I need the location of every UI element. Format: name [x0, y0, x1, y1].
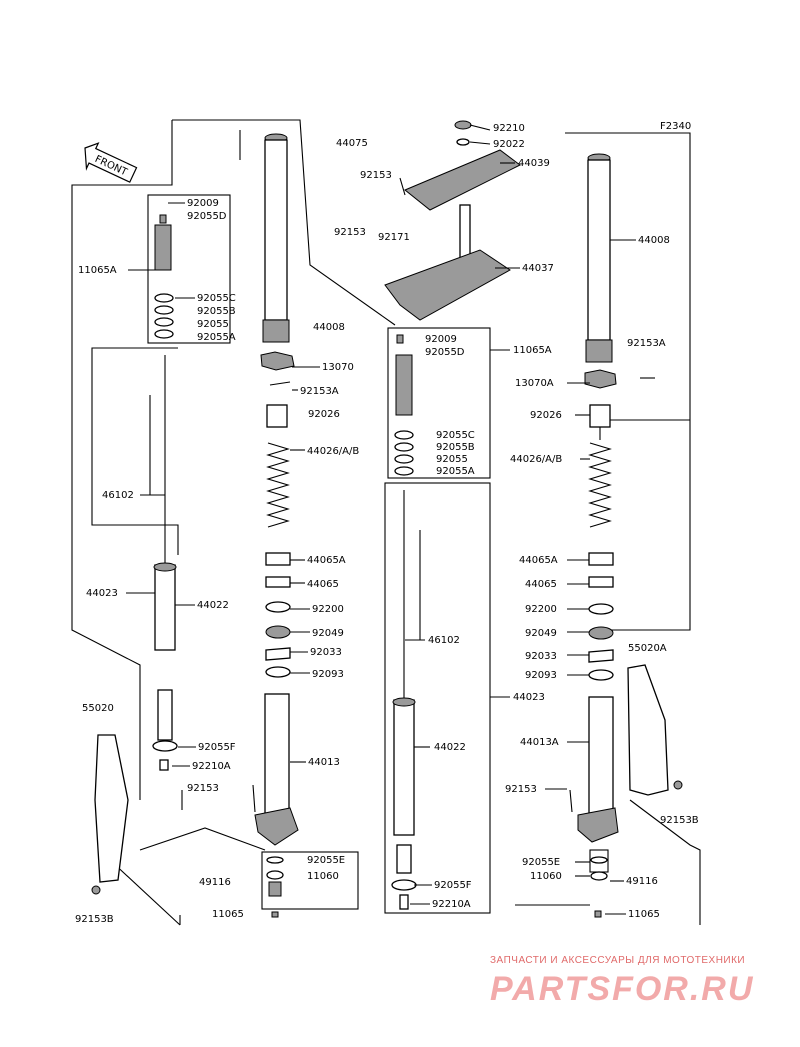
- right-fork-parts: [569, 369, 655, 843]
- part-label: 92009: [187, 198, 219, 209]
- part-label: 92153B: [75, 914, 114, 925]
- part-label: 92171: [378, 232, 410, 243]
- part-label: 92153: [505, 784, 537, 795]
- part-label: 49116: [199, 877, 231, 888]
- right-fork-outer-tube: [585, 153, 613, 363]
- part-label: 92055A: [197, 332, 236, 343]
- part-label: 92033: [310, 647, 342, 658]
- lower-triple-clamp: [384, 204, 511, 321]
- kit-box-center: [387, 327, 491, 479]
- part-label: 44022: [434, 742, 466, 753]
- watermark-brand: PARTSFOR.RU: [490, 970, 754, 1008]
- part-label: 92049: [525, 628, 557, 639]
- part-label: 49116: [626, 876, 658, 887]
- part-label: 92055: [436, 454, 468, 465]
- part-label: 44026/A/B: [307, 446, 359, 457]
- bottom-parts-left: [266, 856, 284, 918]
- part-label: 92055B: [197, 306, 236, 317]
- bottom-parts-right: [590, 856, 608, 918]
- part-label: 92055F: [434, 880, 472, 891]
- part-label: 92022: [493, 139, 525, 150]
- part-label: 55020A: [628, 643, 667, 654]
- kit-box-left-bottom: [91, 347, 179, 555]
- part-label: 92200: [312, 604, 344, 615]
- left-damper-cartridge: [152, 214, 178, 771]
- diagram-code: F2340: [660, 121, 691, 132]
- part-label: 11065: [628, 909, 660, 920]
- part-label: 44065: [307, 579, 339, 590]
- left-fork-guard: [94, 734, 129, 883]
- watermark-tagline: ЗАПЧАСТИ И АКСЕССУАРЫ ДЛЯ МОТОТЕХНИКИ: [490, 955, 745, 966]
- part-label: 92055E: [522, 857, 560, 868]
- part-label: 92210A: [192, 761, 231, 772]
- part-label: 92153B: [660, 815, 699, 826]
- watermark: ЗАПЧАСТИ И АКСЕССУАРЫ ДЛЯ МОТОТЕХНИКИ PA…: [490, 955, 754, 1008]
- upper-triple-clamp: [404, 120, 521, 211]
- part-label: 13070A: [515, 378, 554, 389]
- part-label: 11065: [212, 909, 244, 920]
- part-label: 92200: [525, 604, 557, 615]
- left-fork-parts: [252, 351, 299, 846]
- part-label: 92055B: [436, 442, 475, 453]
- part-label: 92055: [197, 319, 229, 330]
- part-label: 92153: [334, 227, 366, 238]
- part-label: 11065A: [513, 345, 552, 356]
- part-label: 92033: [525, 651, 557, 662]
- part-label: 44008: [638, 235, 670, 246]
- part-label: 92093: [525, 670, 557, 681]
- part-label: 44065: [525, 579, 557, 590]
- part-label: 92026: [308, 409, 340, 420]
- boundary-lines: [71, 119, 701, 926]
- part-label: 46102: [102, 490, 134, 501]
- part-label: 92153: [360, 170, 392, 181]
- part-label: 92153: [187, 783, 219, 794]
- part-label: 44023: [86, 588, 118, 599]
- kit-box-center-lower: [384, 482, 491, 914]
- part-label: 44075: [336, 138, 368, 149]
- part-label: 92009: [425, 334, 457, 345]
- part-label: 11065A: [78, 265, 117, 276]
- part-label: 92153A: [300, 386, 339, 397]
- part-label: 46102: [428, 635, 460, 646]
- part-label: 44065A: [307, 555, 346, 566]
- right-fork-guard: [627, 664, 669, 796]
- part-label: 11060: [307, 871, 339, 882]
- part-label: 44008: [313, 322, 345, 333]
- part-label: 92055F: [198, 742, 236, 753]
- front-arrow-icon: FRONT: [84, 142, 138, 183]
- kit-box-left-top: [147, 194, 231, 344]
- part-label: 92055D: [187, 211, 227, 222]
- part-label: 92055C: [436, 430, 475, 441]
- part-label: 92055A: [436, 466, 475, 477]
- right-guard-bolt: [673, 780, 683, 790]
- part-label: 44065A: [519, 555, 558, 566]
- part-label: 44022: [197, 600, 229, 611]
- part-label: 13070: [322, 362, 354, 373]
- part-label: 92210A: [432, 899, 471, 910]
- leader-lines: [126, 124, 636, 915]
- part-label: 92093: [312, 669, 344, 680]
- part-label: 44013: [308, 757, 340, 768]
- part-label: 92049: [312, 628, 344, 639]
- kit-box-lower-left: [261, 851, 359, 910]
- part-label: 44013A: [520, 737, 559, 748]
- left-guard-bolt: [91, 885, 101, 895]
- part-label: 92055D: [425, 347, 465, 358]
- part-label: 44037: [522, 263, 554, 274]
- part-label: 44026/A/B: [510, 454, 562, 465]
- part-label: 44023: [513, 692, 545, 703]
- part-label: 92026: [530, 410, 562, 421]
- part-label: 92055C: [197, 293, 236, 304]
- part-labels: 92009 92055D 11065A 92055C 92055B 92055 …: [75, 123, 699, 925]
- part-label: 11060: [530, 871, 562, 882]
- part-label: 92210: [493, 123, 525, 134]
- part-label: 92153A: [627, 338, 666, 349]
- part-label: 44039: [518, 158, 550, 169]
- part-label: 92055E: [307, 855, 345, 866]
- center-damper-cartridge: [391, 334, 417, 910]
- left-fork-outer-tube: [262, 133, 290, 343]
- part-label: 55020: [82, 703, 114, 714]
